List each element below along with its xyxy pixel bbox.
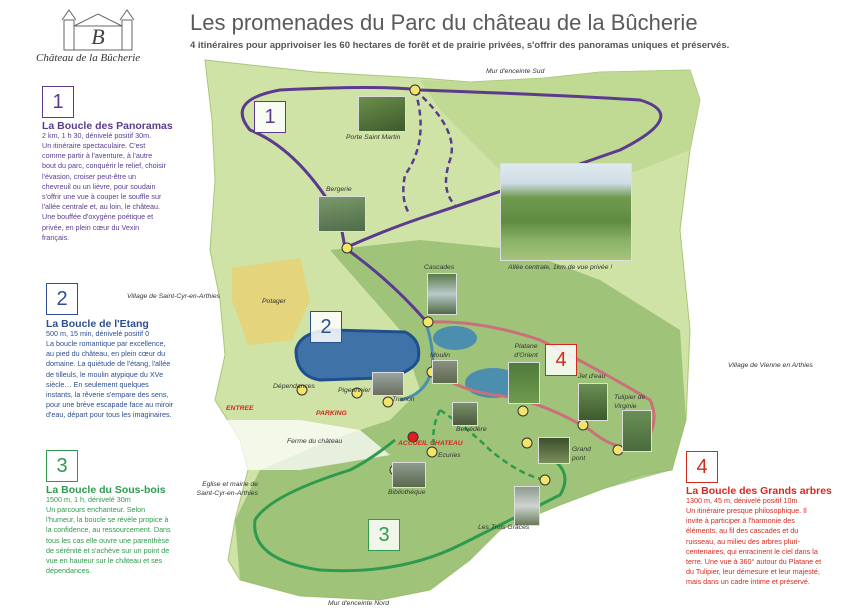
loop-3-path bbox=[253, 438, 567, 573]
label-trois-graces: Les Trois Grâces bbox=[478, 524, 530, 531]
label-eglise: Eglise et mairie de Saint-Cyr-en-Arthies bbox=[196, 481, 258, 497]
label-mur-sud: Mur d'enceinte Sud bbox=[486, 68, 545, 75]
label-tulipier: Tulipier de Virginie bbox=[614, 394, 646, 410]
page-title: Les promenades du Parc du château de la … bbox=[190, 10, 698, 35]
label-ecuries: Ecuries bbox=[438, 452, 461, 459]
map-number-4: 4 bbox=[545, 344, 577, 376]
photo-allee-centrale bbox=[500, 163, 632, 261]
photo-tulipier bbox=[622, 410, 652, 452]
waypoint-graces bbox=[539, 474, 551, 486]
waypoint-jet bbox=[577, 419, 589, 431]
label-cascades: Cascades bbox=[424, 264, 455, 271]
photo-cascades bbox=[427, 273, 457, 315]
legend-stats-1: 2 km, 1 h 30, dénivelé positif 30m. bbox=[42, 131, 152, 140]
legend-stats-4: 1300 m, 45 m, dénivelé positif 10m bbox=[686, 496, 798, 505]
label-dependances: Dépendances bbox=[273, 383, 315, 390]
label-jet-eau: Jet d'eau bbox=[578, 373, 606, 380]
photo-trianon bbox=[372, 372, 404, 396]
label-moulin: Moulin bbox=[430, 352, 451, 359]
waypoint-dependances bbox=[296, 384, 308, 396]
accueil-marker bbox=[407, 431, 419, 443]
label-trianon: Trianon bbox=[392, 396, 415, 403]
legend-text-3: Un parcours enchanteur. Selon l'humeur, … bbox=[46, 505, 171, 576]
loop-3-dashed bbox=[439, 408, 546, 482]
waypoint-porte bbox=[409, 84, 421, 96]
legend-title-1: La Boucle des Panoramas bbox=[42, 120, 173, 132]
label-village-saint-cyr: Village de Saint-Cyr-en-Arthies bbox=[127, 293, 221, 300]
legend-stats-2: 500 m, 15 min, dénivelé positif 0 bbox=[46, 329, 150, 338]
svg-text:B: B bbox=[91, 24, 104, 49]
map-number-3: 3 bbox=[368, 519, 400, 551]
label-entree: ENTREE bbox=[226, 405, 254, 412]
page-subtitle: 4 itinéraires pour apprivoiser les 60 he… bbox=[190, 40, 730, 51]
loop-3-dashed-b bbox=[432, 409, 442, 451]
label-platane: Platane d'Orient bbox=[514, 343, 538, 359]
waypoint-ecuries bbox=[426, 446, 438, 458]
waypoint-pont bbox=[521, 437, 533, 449]
legend-text-1: Un itinéraire spectaculaire. C'est comme… bbox=[42, 141, 166, 242]
loop-1-dashed bbox=[414, 89, 456, 206]
waypoint-bergerie bbox=[341, 242, 353, 254]
photo-belvedere bbox=[452, 402, 478, 426]
legend-number-1: 1 bbox=[42, 86, 74, 118]
label-potager: Potager bbox=[262, 298, 286, 305]
label-allee: Allée centrale, 1km de vue privée ! bbox=[508, 264, 613, 271]
label-bibliotheque: Bibliothèque bbox=[388, 489, 426, 496]
legend-number-2: 2 bbox=[46, 283, 78, 315]
legend-text-2: La boucle romantique par excellence, au … bbox=[46, 339, 174, 420]
waypoint-cascades bbox=[422, 316, 434, 328]
loop-1-link bbox=[344, 246, 427, 321]
loop-1-path bbox=[240, 86, 663, 251]
label-village-vienne: Village de Vienne en Arthies bbox=[728, 362, 813, 369]
label-pigeonnier: Pigeonnier bbox=[338, 387, 371, 394]
map-number-2: 2 bbox=[310, 311, 342, 343]
photo-porte-saint-martin bbox=[358, 96, 406, 132]
ferme-corridor bbox=[220, 420, 390, 470]
legend-title-2: La Boucle de l'Etang bbox=[46, 318, 149, 330]
waypoint-pigeonnier bbox=[351, 387, 363, 399]
photo-bibliotheque bbox=[392, 462, 426, 488]
potager-area bbox=[232, 258, 310, 345]
legend-number-3: 3 bbox=[46, 450, 78, 482]
photo-jet-eau bbox=[578, 383, 608, 421]
photo-trois-graces bbox=[514, 486, 540, 526]
castle-logo-icon: B bbox=[61, 9, 135, 51]
label-porte: Porte Saint Martin bbox=[346, 134, 401, 141]
photo-moulin bbox=[432, 360, 458, 384]
photo-bergerie bbox=[318, 196, 366, 232]
legend-title-4: La Boucle des Grands arbres bbox=[686, 485, 832, 497]
photo-platane bbox=[508, 362, 540, 404]
water-cascade bbox=[433, 326, 477, 350]
legend-title-3: La Boucle du Sous-bois bbox=[46, 484, 166, 496]
label-bergerie: Bergerie bbox=[326, 186, 352, 193]
legend-text-4: Un itinéraire presque philosophique. Il … bbox=[686, 506, 822, 587]
label-grand-pont: Grand pont bbox=[572, 446, 591, 462]
label-belvedere: Belvédère bbox=[456, 426, 487, 433]
map-number-1: 1 bbox=[254, 101, 286, 133]
label-ferme: Ferme du château bbox=[287, 438, 343, 445]
legend-stats-3: 1500 m, 1 h, dénivelé 30m bbox=[46, 495, 131, 504]
photo-grand-pont bbox=[538, 437, 570, 464]
logo-text: Château de la Bûcherie bbox=[36, 52, 141, 64]
label-accueil: ACCUEIL CHATEAU bbox=[398, 440, 463, 447]
label-parking: PARKING bbox=[316, 410, 347, 417]
legend-number-4: 4 bbox=[686, 451, 718, 483]
label-mur-nord: Mur d'enceinte Nord bbox=[328, 600, 389, 607]
waypoint-platane bbox=[517, 405, 529, 417]
waypoint-trianon bbox=[382, 396, 394, 408]
